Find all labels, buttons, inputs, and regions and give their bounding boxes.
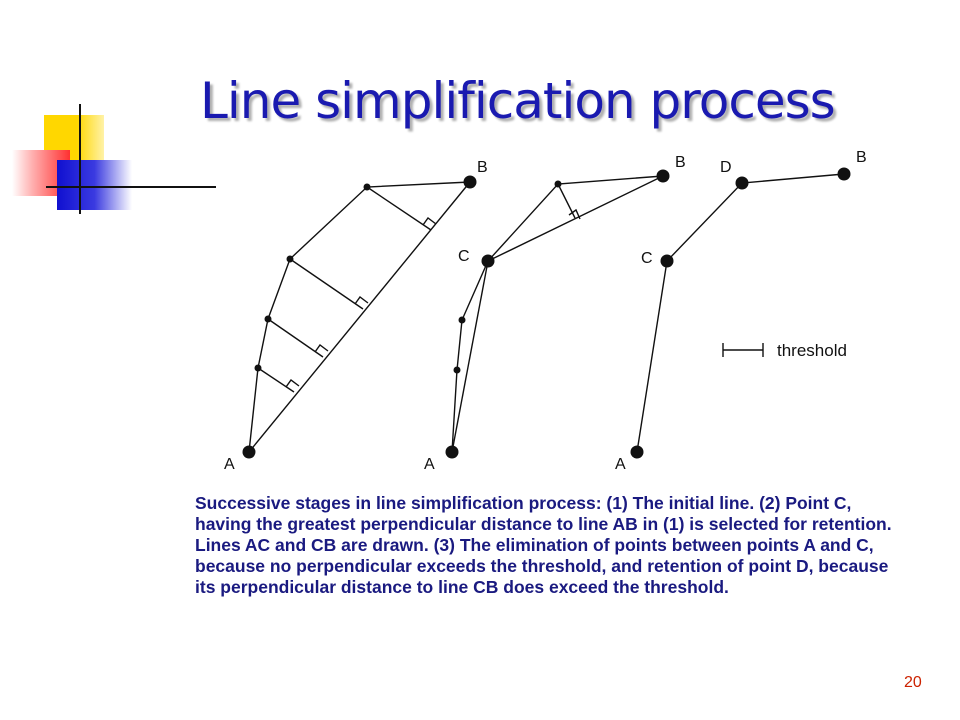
stage3-label-a: A <box>615 456 626 473</box>
stage1-perpendicular <box>267 318 324 358</box>
stage1-label-a: A <box>224 456 235 473</box>
stage1-vertex <box>363 183 371 191</box>
stage2-original-line <box>451 175 664 453</box>
stage2-point-b <box>656 169 670 183</box>
stage1-perpendicular <box>257 367 295 393</box>
stage1-vertex <box>254 364 262 372</box>
threshold-label: threshold <box>777 341 847 360</box>
corner-decoration <box>0 0 230 230</box>
stage1-vertex <box>286 255 294 263</box>
vertical-rule <box>79 104 81 214</box>
stage2 <box>451 175 664 453</box>
figure-caption: Successive stages in line simplification… <box>195 493 892 597</box>
stage1-point-a <box>242 445 256 459</box>
stage1-perpendicular <box>366 186 432 231</box>
stage3-point-d <box>735 176 749 190</box>
stage2-label-b: B <box>675 154 686 171</box>
stage1-label-b: B <box>477 159 488 176</box>
stage3-label-c: C <box>641 250 653 267</box>
stage1-right-angle-mark <box>422 217 437 226</box>
stage2-line-cb <box>487 175 664 262</box>
stage2-vertex <box>554 180 562 188</box>
stage1-right-angle-mark <box>314 344 329 353</box>
stage2-right-angle-mark <box>568 208 581 220</box>
stage3-point-a <box>630 445 644 459</box>
stage3-label-b: B <box>856 149 867 166</box>
stage3-simplified-line <box>636 173 845 453</box>
stage1-right-angle-mark <box>285 379 300 388</box>
slide-number: 20 <box>904 674 922 691</box>
blue-square <box>57 160 132 210</box>
stage1 <box>248 181 471 453</box>
stage2-label-a: A <box>424 456 435 473</box>
threshold-legend <box>722 343 764 357</box>
stage2-label-c: C <box>458 248 470 265</box>
stage1-right-angle-mark <box>354 296 369 305</box>
stage1-trunk-line-ab <box>248 181 471 453</box>
stage1-original-line <box>248 181 471 453</box>
stage2-point-a <box>445 445 459 459</box>
stage3-point-b <box>837 167 851 181</box>
stage3-label-d: D <box>720 159 732 176</box>
stage3-point-c <box>660 254 674 268</box>
stage2-line-ac <box>451 260 489 453</box>
stage3 <box>636 173 845 453</box>
slide-title: Line simplification process <box>200 72 836 130</box>
stage1-point-b <box>463 175 477 189</box>
stage2-point-c <box>481 254 495 268</box>
horizontal-rule <box>46 186 216 188</box>
stage1-perpendicular <box>289 258 364 310</box>
stage1-vertex <box>264 315 272 323</box>
stage2-vertex <box>453 366 461 374</box>
stage2-vertex <box>458 316 466 324</box>
